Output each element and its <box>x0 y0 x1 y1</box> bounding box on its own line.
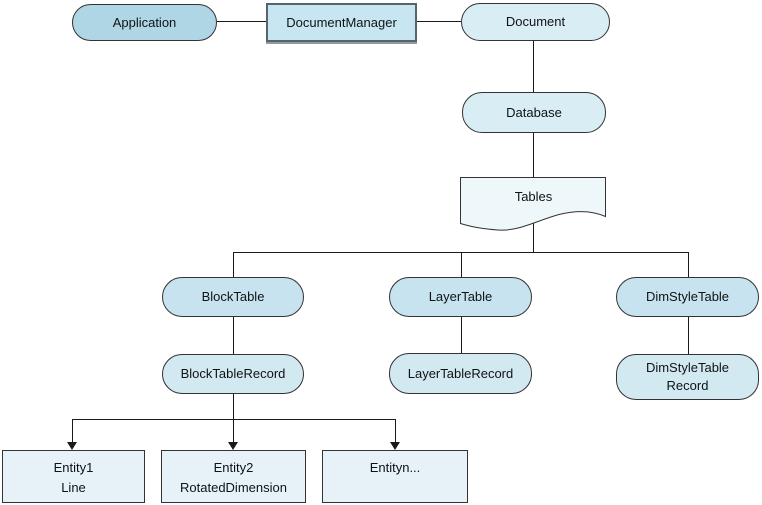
edge-tables-branch-riser <box>533 215 534 253</box>
node-document-label: Document <box>505 14 566 29</box>
document-shape <box>460 177 606 231</box>
edge-database-tables <box>533 130 534 178</box>
node-entity2-label: Entity2 RotatedDimension <box>180 460 287 495</box>
node-database-label: Database <box>506 104 562 120</box>
edge-application-documentmanager <box>217 21 266 22</box>
edge-branch-entityn <box>395 419 396 443</box>
node-entity1-line: Entity1 Line <box>2 450 145 503</box>
node-layer-table-label: LayerTable <box>428 289 493 304</box>
node-entity2-rotated-dimension: Entity2 RotatedDimension <box>161 450 306 503</box>
edge-document-database <box>533 40 534 93</box>
edge-branch-dimstyletable <box>688 252 689 278</box>
node-dim-style-table-record: DimStyleTable Record <box>616 354 759 400</box>
arrowhead-down-entity2 <box>228 442 238 450</box>
edge-blocktablerecord-entity-branch <box>233 393 234 420</box>
edge-entity-branch-horizontal <box>72 419 396 420</box>
edge-branch-entity2 <box>233 419 234 443</box>
node-application: Application <box>72 4 217 41</box>
edge-layertable-layertablerecord <box>461 316 462 354</box>
node-block-table-record: BlockTableRecord <box>162 354 304 394</box>
node-block-table-label: BlockTable <box>201 289 265 304</box>
node-dim-style-table-record-label: DimStyleTable Record <box>645 360 730 393</box>
node-tables-label: Tables <box>514 189 553 204</box>
edge-documentmanager-document <box>417 21 461 22</box>
node-entityn-label: Entityn... <box>369 460 421 475</box>
node-dim-style-table-label: DimStyleTable <box>645 289 730 304</box>
document-shape-path <box>460 177 606 231</box>
node-tables: Tables <box>460 177 607 234</box>
node-entity1-label: Entity1 Line <box>53 460 94 495</box>
node-layer-table-record-label: LayerTableRecord <box>407 365 514 381</box>
arrowhead-down-entityn <box>390 442 400 450</box>
edge-branch-blocktable <box>233 252 234 278</box>
node-block-table: BlockTable <box>162 277 304 317</box>
node-document-manager: DocumentManager <box>266 3 417 42</box>
node-document: Document <box>461 3 610 41</box>
arrowhead-down-entity1 <box>67 442 77 450</box>
node-application-label: Application <box>112 14 177 30</box>
edge-branch-entity1 <box>72 419 73 443</box>
node-dim-style-table: DimStyleTable <box>616 277 759 317</box>
node-document-manager-label: DocumentManager <box>286 14 397 30</box>
node-entityn: Entityn... <box>322 450 468 503</box>
edge-branch-layertable <box>461 252 462 278</box>
node-layer-table-record: LayerTableRecord <box>389 353 532 394</box>
node-layer-table: LayerTable <box>389 277 532 317</box>
node-block-table-record-label: BlockTableRecord <box>180 366 286 381</box>
edge-blocktable-blocktablerecord <box>233 316 234 355</box>
node-database: Database <box>462 92 606 133</box>
edge-dimstyletable-dimstyletablerecord <box>688 316 689 355</box>
